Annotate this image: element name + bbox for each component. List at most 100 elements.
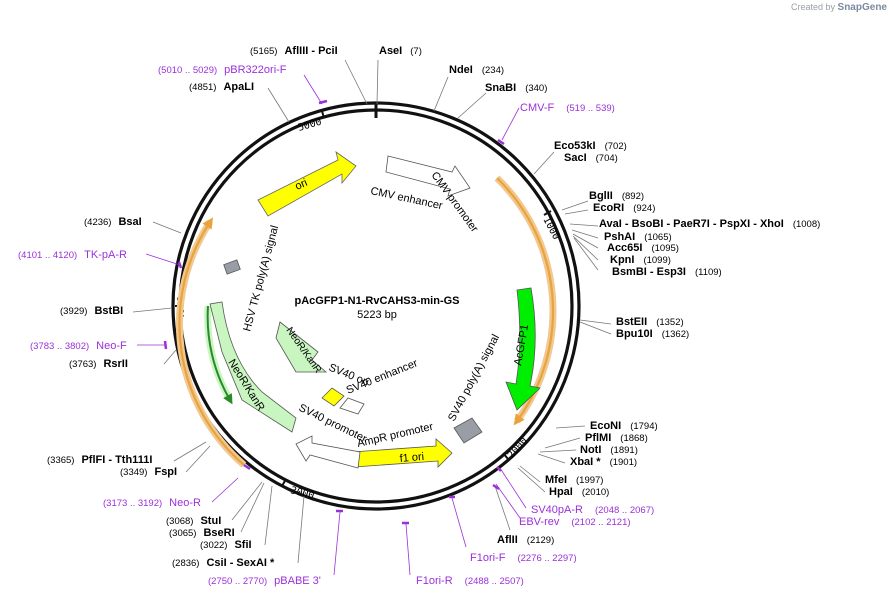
cmv-f-primer: CMV-F(519 .. 539)	[520, 102, 615, 114]
hsv-tk-polya-label: HSV TK poly(A) signal	[241, 224, 281, 333]
bpu10i-site: Bpu10I(1362)	[616, 328, 689, 340]
fspi-site: (3349)FspI	[120, 466, 177, 478]
kpni-site: KpnI(1099)	[610, 254, 671, 266]
noti-site: NotI(1891)	[580, 444, 638, 456]
pbr322ori-f-marker	[318, 99, 328, 105]
ebv-rev-connector	[495, 483, 521, 519]
rsrii-connector	[163, 349, 177, 365]
noti-connector	[539, 449, 577, 453]
econi-connector	[555, 425, 586, 429]
pbr322ori-f-connector	[303, 74, 323, 105]
tick-2000	[502, 452, 509, 460]
bsteii-connector	[579, 319, 612, 325]
snabi-connector	[457, 92, 487, 119]
f1-ori-arrow	[351, 438, 453, 468]
snabi-site: SnaBI(340)	[485, 82, 547, 94]
kpni-connector	[572, 235, 599, 261]
backbone-outer	[171, 101, 581, 511]
hpai-connector	[517, 467, 546, 493]
econi-site: EcoNI(1794)	[590, 420, 658, 432]
ecori-site: EcoRI(924)	[593, 202, 655, 214]
cmv-f-connector	[501, 107, 520, 141]
avai-group-site: AvaI - BsoBI - PaeR7I - PspXI - XhoI(100…	[599, 218, 820, 230]
credit-prefix: Created by	[790, 2, 836, 12]
ndei-site: NdeI(234)	[449, 64, 504, 76]
pbabe-3-primer: (2750 .. 2770)pBABE 3'	[208, 575, 321, 587]
neo-r-connector	[211, 477, 239, 503]
tk-pa-r-marker	[177, 261, 183, 269]
neor-kanr-arrow	[209, 301, 297, 433]
plasmid-name: pAcGFP1-N1-RvCAHS3-min-GS	[294, 295, 459, 307]
sv40-ori-block	[321, 387, 345, 407]
tick-label-2000: 2000	[506, 435, 530, 461]
cmv-arrow	[385, 155, 471, 197]
sv40pa-r-connector	[499, 467, 527, 509]
tick-label-3000: 3000	[289, 485, 315, 502]
stui-site: (3068)StuI	[166, 515, 221, 527]
sv40-polya-block	[453, 417, 483, 444]
ori-arrow	[257, 151, 357, 217]
bglii-site: BglII(892)	[589, 190, 644, 202]
bpu10i-connector	[579, 321, 612, 335]
snapgene-credit: Created by SnapGene	[791, 2, 887, 13]
neor-kanr-label: NeoR/KanR	[225, 357, 266, 413]
pflmi-site: PflMI(1868)	[585, 432, 648, 444]
f1ori-f-primer: F1ori-F(2276 .. 2297)	[470, 552, 577, 564]
ndei-connector	[433, 76, 449, 112]
xbai-connector	[537, 453, 566, 464]
f1ori-f-connector	[451, 497, 467, 548]
tick-3000	[281, 478, 287, 487]
eco53ki-site: Eco53kI(702)	[554, 140, 627, 152]
eco53ki-connector	[533, 151, 555, 175]
rsrii-site: (3763)RsrII	[69, 358, 128, 370]
csii-connector	[297, 495, 305, 564]
f1ori-r-connector	[405, 523, 411, 576]
snapgene-logo: SnapGene	[837, 2, 887, 13]
acc65i-connector	[572, 233, 599, 249]
bsmbi-connector	[573, 237, 599, 271]
ebv-rev-marker	[492, 483, 500, 491]
ecori-connector	[564, 209, 589, 215]
primer-markers	[163, 99, 505, 525]
pflfi-connector	[173, 441, 207, 462]
neo-r-primer: (3173 .. 3192)Neo-R	[103, 497, 201, 509]
stui-connector	[231, 481, 263, 521]
sfii-site: (3022)SfiI	[200, 539, 252, 551]
aflii-connector	[494, 485, 511, 531]
cmv-f-marker	[497, 138, 505, 146]
tk-pa-r-primer: (4101 .. 4120)TK-pA-R	[18, 249, 127, 261]
pshai-connector	[571, 229, 599, 239]
ampr-promoter-arrow	[295, 435, 361, 469]
fspi-connector	[185, 445, 211, 473]
sfii-connector	[264, 485, 273, 546]
neo-f-primer: (3783 .. 3802)Neo-F	[30, 340, 127, 352]
f1-ori-label: f1 ori	[399, 451, 424, 465]
afliii-pcii-site: (5165)AflIII - PciI	[250, 45, 338, 57]
pshai-site: PshAI(1065)	[604, 231, 672, 243]
apali-site: (4851)ApaLI	[189, 81, 254, 93]
pbabe-3-connector	[333, 511, 341, 576]
plasmid-length: 5223 bp	[357, 309, 397, 321]
afliii-connector	[344, 59, 368, 105]
tick-1000	[543, 210, 552, 216]
site-labels: (5165)AflIII - PciI AseI(7) NdeI(234) Sn…	[47, 45, 820, 569]
bsai-connector	[152, 221, 182, 234]
pflmi-connector	[544, 437, 581, 449]
sv40-polya-label: SV40 poly(A) signal	[446, 332, 502, 423]
sv40pa-r-primer: SV40pA-R(2048 .. 2067)	[531, 504, 654, 516]
neo-f-marker	[163, 340, 168, 350]
pbr322ori-f-primer: (5010 .. 5029)pBR322ori-F	[158, 64, 287, 76]
saci-site: SacI(704)	[564, 152, 618, 164]
hpai-site: HpaI(2010)	[549, 486, 609, 498]
neor-outer-arc-core	[178, 217, 245, 466]
asei-connector	[376, 59, 379, 105]
bsteii-site: BstEII(1352)	[616, 316, 684, 328]
cmv-enhancer-label: CMV enhancer	[369, 185, 444, 212]
csii-sexai-site: (2836)CsiI - SexAI *	[172, 557, 275, 569]
apali-connector	[267, 87, 290, 123]
xbai-site: XbaI *(1901)	[570, 456, 637, 468]
site-connectors	[132, 59, 612, 564]
pflfi-tth111i-site: (3365)PflFI - Tth111I	[47, 454, 152, 466]
neo-r-marker	[243, 463, 251, 471]
